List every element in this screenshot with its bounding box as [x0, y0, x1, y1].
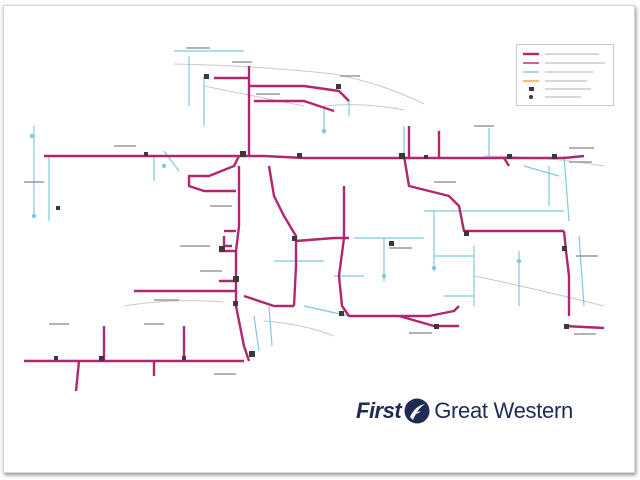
swoosh-f-icon	[404, 398, 430, 424]
branch-lines	[33, 50, 585, 352]
map-legend	[516, 44, 614, 106]
legend-symbols	[523, 52, 605, 99]
first-great-western-logo: First Great Western	[356, 398, 573, 424]
route-map	[24, 47, 605, 392]
stations	[29, 74, 569, 361]
station-label-marks	[24, 47, 598, 375]
main-lines	[24, 66, 605, 392]
logo-name-text: Great Western	[434, 398, 573, 423]
route-map-poster: First Great Western	[3, 5, 635, 473]
background-lines	[123, 63, 605, 337]
logo-first-text: First	[356, 398, 402, 423]
